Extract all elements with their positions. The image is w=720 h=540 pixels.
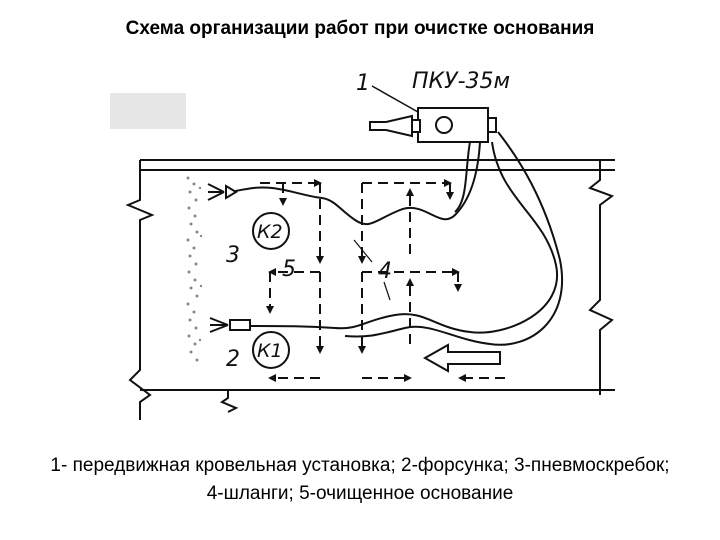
flow-arrows (260, 179, 505, 382)
right-break-line (587, 160, 615, 395)
gray-block (110, 93, 186, 129)
nozzle-2 (209, 317, 251, 333)
crew-k1-label: К1 (257, 340, 283, 362)
page-title: Схема организации работ при очистке осно… (125, 18, 595, 39)
leader-line-1 (371, 85, 419, 113)
left-break-line (125, 160, 155, 420)
hoses (229, 131, 563, 346)
callout-2: 2 (226, 347, 240, 372)
debris-dots (186, 176, 203, 362)
crew-k2: К2 (252, 212, 290, 250)
crew-k2-label: К2 (257, 221, 283, 243)
unit-label: ПКУ-35м (412, 69, 510, 94)
callout-1: 1 (356, 71, 370, 96)
bottom-break-line (219, 390, 239, 413)
nozzle-3 (207, 183, 238, 201)
top-boundary-lines (140, 159, 615, 171)
callout-3: 3 (226, 243, 240, 268)
leader-line-4b (383, 281, 391, 301)
legend-caption: 1- передвижная кровельная установка; 2-ф… (50, 455, 670, 504)
direction-arrow (422, 343, 501, 373)
callout-5: 5 (282, 257, 296, 282)
work-scheme-diagram: 1 ПКУ-35м К2 К1 3 2 5 4 (110, 69, 615, 420)
crew-k1: К1 (252, 331, 290, 369)
roofing-unit (369, 107, 497, 143)
